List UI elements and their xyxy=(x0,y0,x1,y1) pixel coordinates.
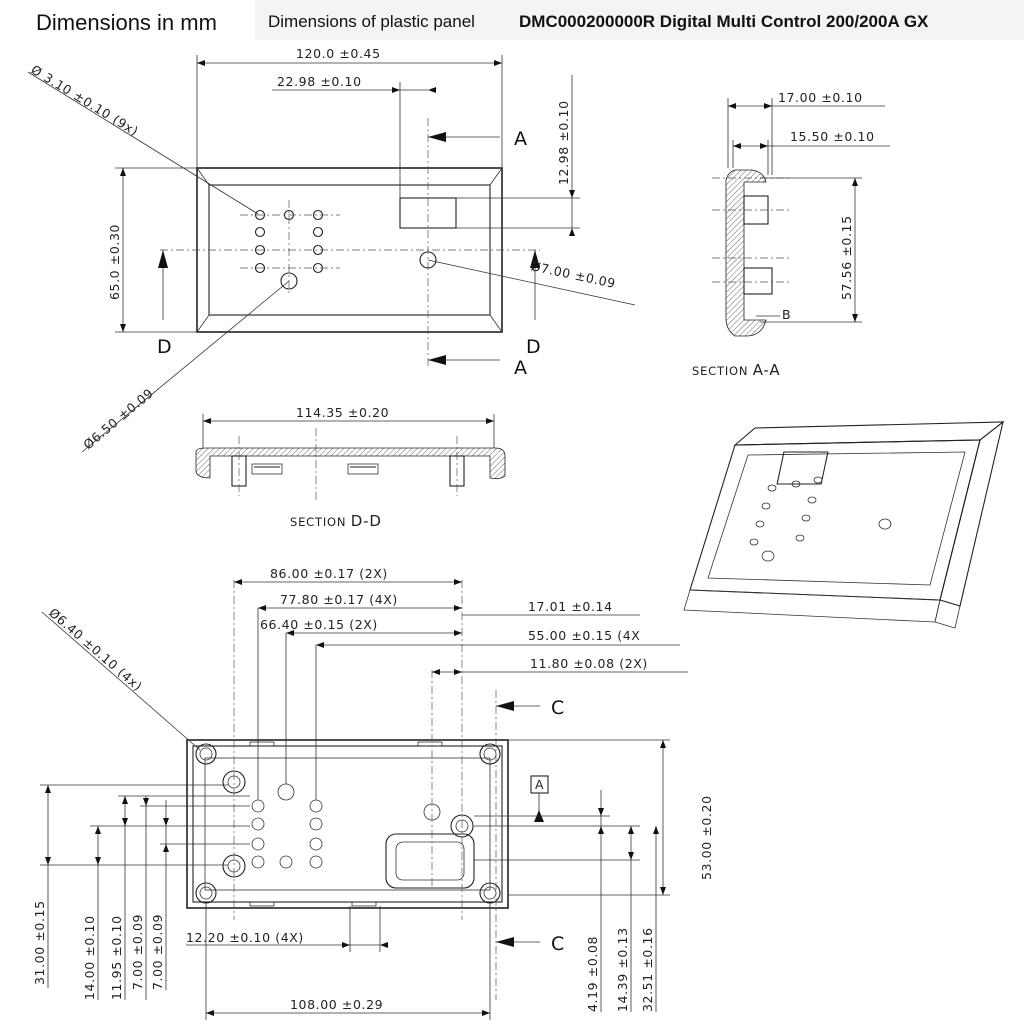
section-a-a: 17.00 ±0.10 15.50 ±0.10 57.56 ±0.15 B SE… xyxy=(692,90,890,379)
section-d-d-title: SECTION D-D xyxy=(290,512,382,530)
corner-holes xyxy=(195,743,501,904)
rear-button-holes xyxy=(251,799,323,869)
section-lower-boss xyxy=(743,267,773,295)
dim-77-80: 77.80 ±0.17 (4X) xyxy=(280,592,398,607)
section-a-a-title: SECTION A-A xyxy=(692,361,780,379)
knob-hole-callout: Ø6.50 ±0.09 xyxy=(80,385,156,452)
height-dimension: 65.0 ±0.30 xyxy=(107,224,122,300)
section-d-label-left: D xyxy=(157,336,172,358)
detail-b-label: B xyxy=(782,307,791,322)
section-c-label-top: C xyxy=(551,697,564,719)
section-dd-width-dimension: 114.35 ±0.20 xyxy=(296,405,389,420)
dim-14: 14.00 ±0.10 xyxy=(82,915,97,1000)
product-title: DMC000200000R Digital Multi Control 200/… xyxy=(519,12,929,31)
datum-a-box xyxy=(530,775,549,794)
center-hole-callout: Ø7.00 ±0.09 xyxy=(529,258,617,291)
rear-display-pocket xyxy=(385,833,475,889)
depth-total-dimension: 17.00 ±0.10 xyxy=(778,90,863,105)
iso-button-holes xyxy=(749,476,892,562)
small-hole-callout: Ø 3.10 ±0.10 (9x) xyxy=(28,62,141,139)
section-d-d: 114.35 ±0.20 SECTION D-D xyxy=(195,405,506,530)
width-dimension: 120.0 ±0.45 xyxy=(296,46,381,61)
dim-31: 31.00 ±0.15 xyxy=(32,900,47,985)
dim-108: 108.00 ±0.29 xyxy=(290,997,383,1012)
section-d-label-right: D xyxy=(526,336,541,358)
header-background xyxy=(255,0,1024,40)
dim-66-40: 66.40 ±0.15 (2X) xyxy=(260,617,378,632)
dim-32-51: 32.51 ±0.16 xyxy=(640,927,655,1012)
dim-86: 86.00 ±0.17 (2X) xyxy=(270,566,388,581)
offset-y-dimension: 12.98 ±0.10 xyxy=(556,100,571,185)
rear-view: 86.00 ±0.17 (2X) 77.80 ±0.17 (4X) 66.40 … xyxy=(32,566,714,1020)
knob-hole xyxy=(280,272,298,290)
dim-12-20: 12.20 ±0.10 (4X) xyxy=(186,930,304,945)
corner-hole-callout: Ø6.40 ±0.10 (4x) xyxy=(46,605,145,694)
page-title: Dimensions in mm xyxy=(36,10,217,35)
dim-7-a: 7.00 ±0.09 xyxy=(130,914,145,990)
dim-17-01: 17.01 ±0.14 xyxy=(528,599,613,614)
dim-4-19: 4.19 ±0.08 xyxy=(585,936,600,1012)
depth-inner-dimension: 15.50 ±0.10 xyxy=(790,129,875,144)
section-height-dimension: 57.56 ±0.15 xyxy=(839,215,854,300)
isometric-view xyxy=(683,420,1005,629)
rear-outline xyxy=(186,739,509,909)
offset-x-dimension: 22.98 ±0.10 xyxy=(277,74,362,89)
dim-55: 55.00 ±0.15 (4X xyxy=(528,628,640,643)
front-view: 120.0 ±0.45 22.98 ±0.10 12.98 ±0.10 65.0… xyxy=(27,46,636,453)
dim-14-39: 14.39 ±0.13 xyxy=(615,927,630,1012)
section-dd-profile xyxy=(195,447,506,480)
section-c-label-bottom: C xyxy=(551,933,564,955)
page-subtitle: Dimensions of plastic panel xyxy=(268,12,475,31)
section-a-label-top: A xyxy=(514,128,527,150)
section-profile xyxy=(725,169,767,337)
datum-a-label: A xyxy=(535,777,544,792)
dim-53: 53.00 ±0.20 xyxy=(699,795,714,880)
dim-11-80: 11.80 ±0.08 (2X) xyxy=(530,656,648,671)
dim-11-95: 11.95 ±0.10 xyxy=(109,915,124,1000)
dim-7-b: 7.00 ±0.09 xyxy=(150,914,165,990)
section-a-label-bottom: A xyxy=(514,357,527,379)
